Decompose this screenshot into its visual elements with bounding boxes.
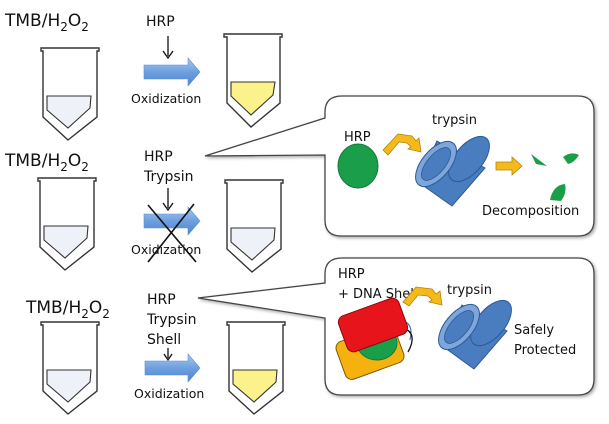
reagent-label: Trypsin: [143, 169, 193, 185]
transfer-arrow-icon: [382, 133, 422, 156]
decompose-arrow-icon: [495, 156, 523, 176]
transfer-arrow-icon: [402, 286, 443, 307]
hrp-label: HRP: [338, 267, 365, 282]
tube-after: [223, 33, 283, 128]
hrp-enzyme-icon: [337, 143, 379, 189]
reagent-label: Shell: [147, 332, 181, 348]
row-2: TMB/H2O2 HRP Trypsin Oxidization: [4, 149, 284, 273]
trypsin-enzyme-icon: [415, 135, 490, 207]
process-arrow-icon: [143, 57, 201, 87]
trypsin-enzyme-icon: [438, 299, 512, 370]
hrp-fragments-icon: [531, 153, 579, 201]
reagent-label: Trypsin: [146, 312, 196, 328]
blocked-cross-icon: [147, 203, 197, 263]
add-reagent-arrow-icon: [162, 188, 174, 212]
add-reagent-arrow-icon: [163, 348, 173, 362]
outcome-label-line1: Safely: [514, 323, 554, 338]
process-label: Oxidization: [131, 91, 201, 106]
callout-protected: HRP + DNA Shell trypsin Safely Protected: [197, 257, 595, 396]
add-reagent-arrow-icon: [162, 36, 174, 60]
tube-before: [40, 47, 100, 141]
liquid-oxidized: [230, 81, 276, 116]
trypsin-label: trypsin: [432, 113, 477, 128]
substrate-label: TMB/H2O2: [4, 151, 89, 174]
tube-before: [40, 321, 100, 415]
process-label: Oxidization: [131, 242, 201, 257]
reagent-label: HRP: [146, 14, 175, 30]
outcome-label-line2: Protected: [514, 343, 576, 358]
row-3: TMB/H2O2 HRP Trypsin Shell Oxidization: [25, 292, 286, 415]
tube-after: [226, 321, 286, 415]
outcome-label: Decomposition: [482, 204, 579, 219]
hrp-label: HRP: [344, 130, 371, 145]
process-label: Oxidization: [134, 386, 204, 401]
process-arrow-icon: [144, 353, 201, 383]
callout-decomposition: HRP trypsin Decomposition: [204, 95, 595, 237]
liquid-clear: [46, 95, 92, 129]
row-1: TMB/H2O2 HRP Oxidization: [4, 11, 283, 141]
substrate-label: TMB/H2O2: [4, 11, 89, 34]
trypsin-label: trypsin: [447, 283, 492, 298]
tube-after: [224, 179, 284, 273]
substrate-label: TMB/H2O2: [25, 298, 110, 321]
reagent-label: HRP: [147, 292, 176, 308]
dna-shell-enzyme-icon: [335, 297, 413, 380]
reagent-label: HRP: [144, 149, 173, 165]
tube-before: [37, 177, 97, 271]
dna-shell-label: + DNA Shell: [338, 287, 418, 302]
